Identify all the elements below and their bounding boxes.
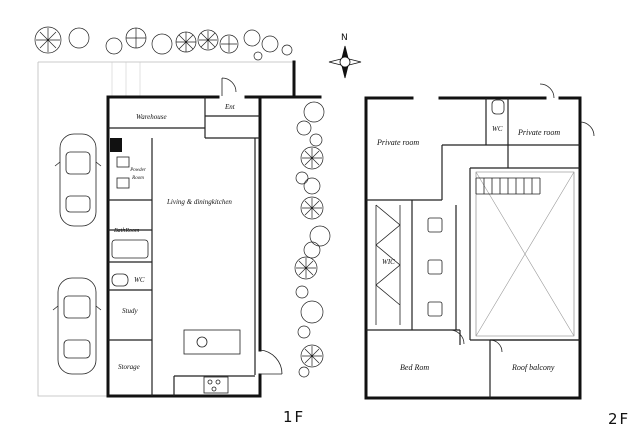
floor-label-2f: 2F — [608, 410, 631, 428]
room-label-entrance: Ent — [225, 103, 235, 111]
room-label-roof-balcony: Roof balcony — [512, 363, 555, 372]
room-label-wic: WIC — [382, 258, 395, 266]
floor1-fixtures — [111, 77, 283, 394]
floor1-interior — [108, 97, 260, 396]
car-bottom — [52, 277, 102, 375]
room-label-powder-room: Powder Room — [130, 168, 146, 181]
floor2-walls — [364, 96, 582, 400]
car-top — [54, 133, 102, 227]
garden-plants-side — [294, 101, 331, 378]
compass-north-label: N — [341, 33, 348, 43]
room-label-study: Study — [122, 307, 138, 315]
site-boundary — [37, 61, 296, 397]
approach-lines — [111, 62, 141, 96]
compass-rose — [328, 45, 362, 79]
floor-label-1f: 1F — [283, 408, 306, 426]
room-label-bathroom: BathRoom — [114, 228, 140, 234]
room-label-storage: Storage — [118, 363, 140, 371]
garden-plants-top — [34, 26, 293, 61]
floor1-walls — [106, 60, 322, 398]
room-label-private-room-left: Private room — [377, 138, 420, 147]
room-label-warehouse: Warehouse — [136, 113, 167, 121]
room-label-wc-2f: WC — [492, 125, 503, 133]
floor2-fixtures — [375, 83, 595, 353]
floor2-interior — [366, 98, 580, 398]
room-label-private-room-right: Private room — [518, 128, 561, 137]
room-label-wc-1f: WC — [134, 276, 145, 284]
room-label-living-dining-kitchen: Living & diningkitchen — [167, 198, 232, 206]
powder-fixture — [110, 138, 122, 152]
room-label-bedroom: Bed Rom — [400, 363, 430, 372]
